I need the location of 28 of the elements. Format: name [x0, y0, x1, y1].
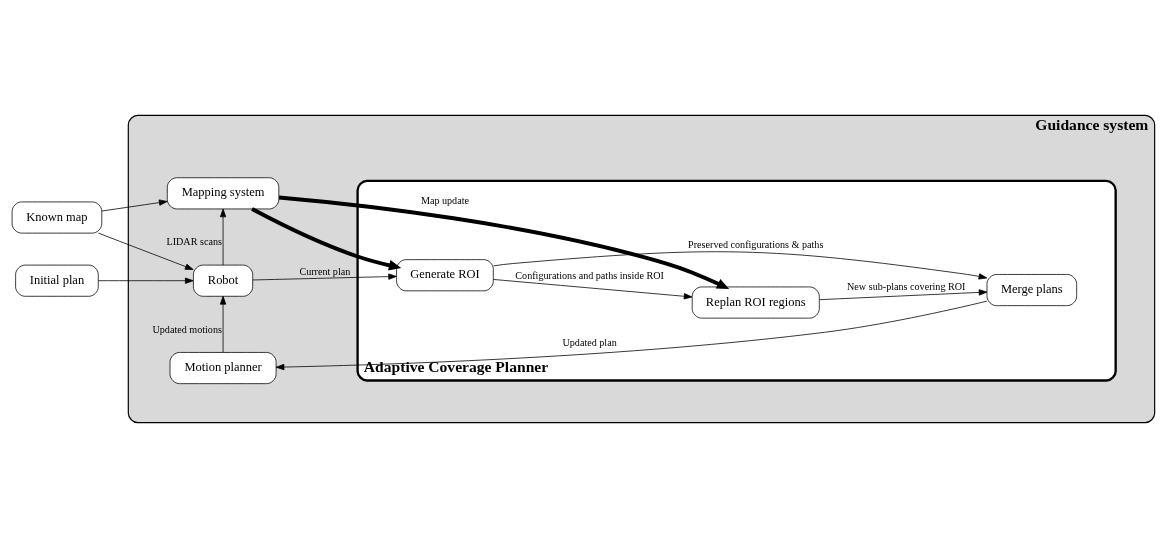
node-box: Mapping system — [166, 177, 280, 210]
node-box: Generate ROI — [396, 259, 494, 292]
edge-label: Updated motions — [152, 323, 222, 335]
arrow — [492, 279, 693, 300]
edge-label: Preserved configurations & paths — [688, 239, 824, 251]
arrow — [219, 208, 227, 266]
arrow — [275, 300, 988, 371]
arrow — [101, 199, 168, 212]
edge-label: New sub-plans covering ROI — [847, 280, 966, 292]
arrow — [219, 296, 227, 353]
arrow — [819, 289, 988, 301]
node-box: Merge plans — [986, 274, 1078, 307]
node-box: Known map — [11, 201, 103, 234]
edge-label: Map update — [420, 194, 469, 206]
node-box: Initial plan — [15, 264, 99, 297]
edge-label: LIDAR scans — [166, 236, 222, 248]
node-box: Replan ROI regions — [691, 286, 820, 319]
arrow — [252, 273, 397, 281]
arrow — [493, 251, 988, 280]
node-box: Motion planner — [169, 352, 277, 385]
arrow — [98, 232, 194, 270]
edge-label: Updated plan — [562, 336, 617, 348]
arrow — [251, 207, 402, 271]
arrow — [278, 195, 730, 289]
edge-label: Current plan — [299, 265, 351, 277]
node-box: Robot — [193, 264, 254, 297]
edge-label: Configurations and paths inside ROI — [515, 269, 664, 281]
arrow — [98, 277, 194, 284]
